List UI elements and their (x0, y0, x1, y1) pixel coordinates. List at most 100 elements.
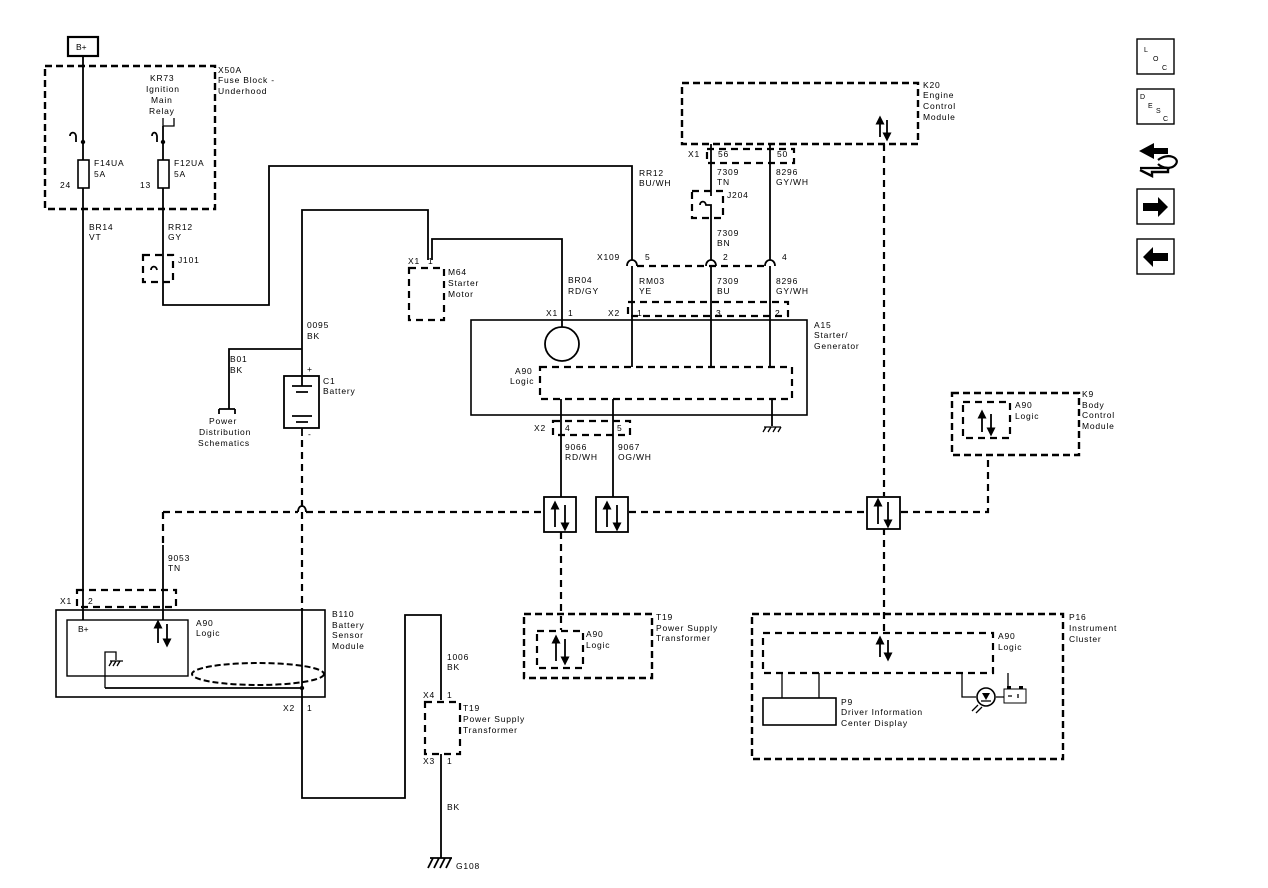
diagram-label: Sensor (332, 630, 364, 640)
diagram-label: BK (230, 365, 243, 375)
kr73-label-4: Relay (149, 106, 175, 116)
diagram-label: A90 (515, 366, 533, 376)
diagram-label: BK (447, 662, 460, 672)
diagram-label: Body (1082, 400, 1105, 410)
diagram-label: X109 (597, 252, 620, 262)
diagram-label: A90 (1015, 400, 1033, 410)
diagram-label: 4 (565, 423, 571, 433)
splice-j101 (141, 253, 175, 284)
diagram-label: 5 (645, 252, 651, 262)
diagram-label: 7309 (717, 228, 739, 238)
diagram-label: K20 (923, 80, 941, 90)
diagram-label: C (1162, 65, 1168, 72)
diagram-label: GY/WH (776, 177, 809, 187)
diagram-label: Module (1082, 421, 1115, 431)
diagram-label: 9067 (618, 442, 640, 452)
diagram-label: TN (168, 563, 181, 573)
diagram-label: 0095 (307, 320, 329, 330)
diagram-label: E (1148, 103, 1153, 110)
instrument-cluster-p16 (750, 612, 1065, 761)
diagram-label: 13 (140, 180, 151, 190)
diagram-label: Transformer (656, 633, 711, 643)
fuse-block-x50a (43, 64, 217, 211)
diagram-label: L (1144, 47, 1149, 54)
bus-transceiver-2 (595, 496, 629, 533)
diagram-label: VT (89, 232, 101, 242)
loc-button[interactable]: L O C (1136, 38, 1175, 75)
diagram-label: 2 (723, 252, 729, 262)
diagram-label: Control (923, 101, 956, 111)
previous-arrow-button[interactable] (1136, 238, 1175, 275)
diagram-label: 8296 (776, 276, 798, 286)
diagram-label: 8296 (776, 167, 798, 177)
diagram-label: 1 (568, 308, 574, 318)
diagram-label: Starter (448, 278, 479, 288)
diagram-label: TN (717, 177, 730, 187)
diagram-label: BU (717, 286, 730, 296)
diagram-label: T19 (656, 612, 673, 622)
diagram-label: 2 (775, 308, 781, 318)
diagram-label: BU/WH (639, 178, 671, 188)
diagram-label: RM03 (639, 276, 665, 286)
diagram-label: M64 (448, 267, 467, 277)
diagram-label: Logic (998, 642, 1022, 652)
diagram-label: Logic (586, 640, 610, 650)
connector-end-view-icon[interactable] (1139, 143, 1178, 178)
diagram-label: OG/WH (618, 452, 652, 462)
diagram-label: RD/GY (568, 286, 599, 296)
diagram-label: 5A (174, 169, 186, 179)
body-control-module-k9 (950, 391, 1081, 457)
diagram-label: X1 (546, 308, 558, 318)
diagram-label: Battery (332, 620, 365, 630)
diagram-label: 1 (637, 308, 643, 318)
kr73-label-3: Main (151, 95, 173, 105)
desc-button[interactable]: D E S C (1136, 88, 1175, 125)
power-supply-transformer-t19-connector (423, 700, 462, 756)
diagram-label: Logic (196, 628, 220, 638)
diagram-label: 1 (447, 756, 453, 766)
diagram-label: F12UA (174, 158, 204, 168)
next-arrow-button[interactable] (1136, 188, 1175, 225)
diagram-label: Logic (1015, 411, 1039, 421)
diagram-label: Power (209, 416, 237, 426)
fuse-f14ua (77, 159, 90, 189)
diagram-label: 4 (782, 252, 788, 262)
diagram-label: X3 (423, 756, 435, 766)
diagram-label: F14UA (94, 158, 124, 168)
diagram-label: 1 (428, 256, 434, 266)
diagram-label: Module (923, 112, 956, 122)
diagram-label: BR14 (89, 222, 113, 232)
kr73-label-2: Ignition (146, 84, 180, 94)
diagram-label: D (1140, 94, 1146, 101)
diagram-label: A90 (586, 629, 604, 639)
diagram-label: Distribution (199, 427, 251, 437)
ground-symbol-a15 (762, 399, 782, 433)
starter-motor-m64 (407, 266, 446, 322)
x50a-label-1: X50A (218, 65, 242, 75)
diagram-label: O (1153, 56, 1159, 63)
fuse-f12ua (157, 159, 170, 189)
diagram-label: Driver Information (841, 707, 923, 717)
diagram-label: BR04 (568, 275, 592, 285)
diagram-label: Control (1082, 410, 1115, 420)
splice-j204 (690, 189, 725, 220)
diagram-label: Starter/ (814, 330, 848, 340)
diagram-label: 1006 (447, 652, 469, 662)
diagram-label: B01 (230, 354, 248, 364)
diagram-label: T19 (463, 703, 480, 713)
battery-sensor-module-b110 (55, 609, 326, 698)
diagram-label: 24 (60, 180, 71, 190)
diagram-label: BK (447, 802, 460, 812)
x50a-label-2: Fuse Block - (218, 75, 275, 85)
engine-control-module-k20 (680, 81, 920, 146)
diagram-label: RR12 (639, 168, 664, 178)
battery-warning-indicator-icon (961, 673, 1027, 714)
diagram-label: Instrument (1069, 623, 1117, 633)
driver-information-center-display-p9 (762, 697, 837, 726)
diagram-label: - (308, 429, 312, 439)
starter-generator-a15 (470, 319, 808, 416)
diagram-label: X1 (60, 596, 72, 606)
diagram-label: C1 (323, 376, 335, 386)
diagram-label: Center Display (841, 718, 908, 728)
